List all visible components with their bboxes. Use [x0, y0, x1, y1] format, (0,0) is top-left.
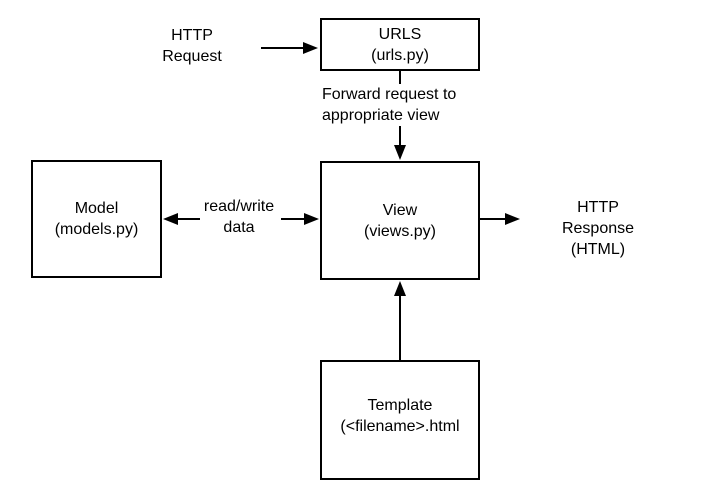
urls-node: URLS (urls.py)	[320, 18, 480, 71]
arrow-template-to-view-line	[399, 294, 401, 360]
forward-request-label: Forward request to appropriate view	[322, 84, 457, 126]
view-node: View (views.py)	[320, 161, 480, 280]
arrow-readwrite-to-model-line	[177, 218, 200, 220]
template-node-label: Template (<filename>.html	[340, 397, 460, 435]
arrow-urls-to-view-arrowhead-icon	[394, 145, 406, 160]
read-write-data-label: read/write data	[203, 198, 275, 236]
model-node: Model (models.py)	[31, 160, 162, 278]
template-node: Template (<filename>.html	[320, 360, 480, 480]
arrow-http-request-to-urls-arrowhead-icon	[303, 42, 318, 54]
arrow-http-request-to-urls-line	[261, 47, 304, 49]
http-response-label: HTTP Response (HTML)	[561, 199, 635, 258]
urls-node-label: URLS (urls.py)	[371, 25, 429, 64]
arrow-readwrite-to-view-line	[281, 218, 305, 220]
arrow-view-to-response-line	[480, 218, 505, 220]
arrow-template-to-view-arrowhead-icon	[394, 281, 406, 296]
http-request-label: HTTP Request	[162, 27, 222, 65]
arrow-view-to-response-arrowhead-icon	[505, 213, 520, 225]
arrow-readwrite-to-model-arrowhead-icon	[163, 213, 178, 225]
view-node-label: View (views.py)	[363, 201, 436, 240]
arrow-readwrite-to-view-arrowhead-icon	[304, 213, 319, 225]
model-node-label: Model (models.py)	[54, 200, 139, 238]
